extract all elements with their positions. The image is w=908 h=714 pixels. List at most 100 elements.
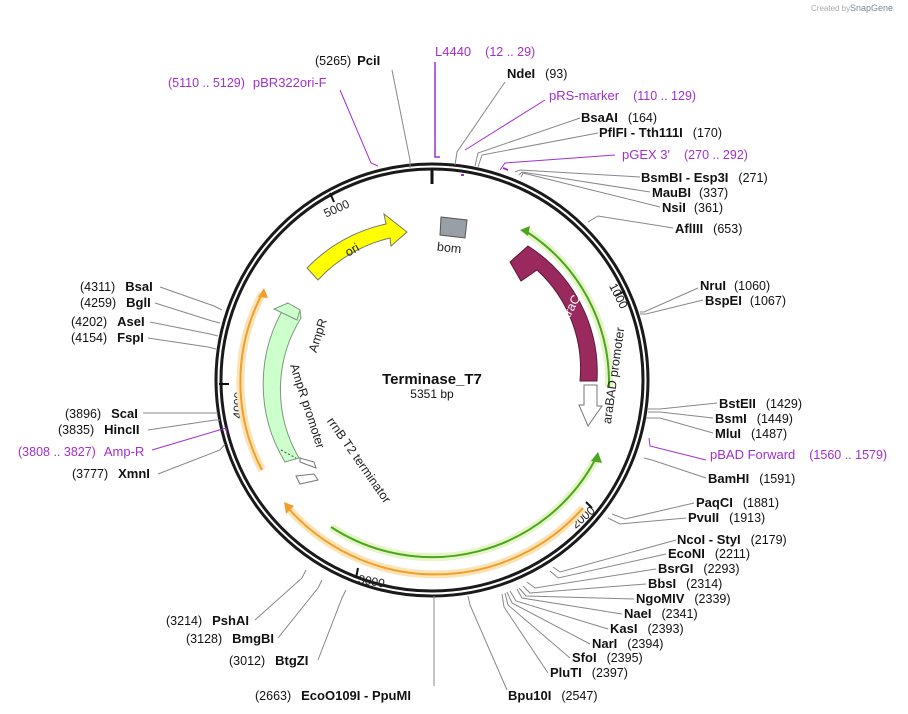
site-asei[interactable]: (4202)AseI — [71, 314, 145, 329]
site-bbsi[interactable]: BbsI(2314) — [648, 576, 722, 591]
leader-bsaai — [474, 117, 581, 167]
rrnb-terminator-feature[interactable] — [295, 473, 319, 485]
leader-naei — [516, 588, 623, 615]
site-bpu10i[interactable]: Bpu10I(2547) — [508, 688, 597, 703]
primer-pgex-3[interactable]: pGEX 3'(270 .. 292) — [622, 147, 748, 162]
site-pcii[interactable]: (5265)PciI — [315, 53, 380, 68]
site-bsaai[interactable]: BsaAI(164) — [581, 110, 657, 125]
site-maubi[interactable]: MauBI(337) — [652, 185, 728, 200]
primer-pbad-line — [648, 437, 707, 461]
plasmid-length: 5351 bp — [410, 387, 454, 401]
leader-bbsi — [522, 583, 647, 594]
site-xmni[interactable]: (3777)XmnI — [72, 466, 150, 481]
leader-nrui — [640, 287, 699, 313]
site-pshai[interactable]: (3214)PshAI — [166, 613, 249, 628]
leader-nari — [506, 591, 591, 645]
leader-btgzi — [317, 589, 347, 661]
primer-pgex-line — [499, 154, 616, 171]
leader-paqci — [611, 502, 695, 520]
rrnb-terminator-label: rrnB T2 terminator — [324, 415, 394, 506]
site-nari[interactable]: NarI(2394) — [592, 636, 663, 651]
primer-pgex-mark — [502, 167, 509, 171]
orf-arc-orange-bottom-arrow — [284, 502, 294, 514]
ampr-arrowhead — [272, 302, 301, 321]
site-ecoo109i[interactable]: (2663)EcoO109I - PpuMI — [255, 688, 411, 703]
site-bgli[interactable]: (4259)BglI — [80, 295, 151, 310]
primer-pbad-forward[interactable]: pBAD Forward(1560 .. 1579) — [710, 447, 887, 462]
orf-arcs — [236, 226, 614, 579]
site-scai[interactable]: (3896)ScaI — [65, 406, 138, 421]
site-afliii[interactable]: AflIII(653) — [675, 221, 742, 236]
site-bsrgi[interactable]: BsrGI(2293) — [658, 561, 740, 576]
plasmid-name: Terminase_T7 — [382, 371, 482, 388]
leader-hincii — [147, 419, 220, 431]
leader-xmni — [157, 443, 226, 475]
leader-bgli — [154, 302, 221, 324]
arac-feature[interactable] — [509, 245, 598, 382]
tick-label-5000: 5000 — [321, 197, 351, 221]
ampr-feature[interactable] — [262, 302, 302, 463]
primer-pbr322ori-f[interactable]: (5110 .. 5129)pBR322ori-F — [168, 75, 327, 90]
primer-prs-marker-line — [464, 99, 546, 151]
site-pluti[interactable]: PluTI(2397) — [550, 665, 628, 680]
primer-amp-r[interactable]: (3808 .. 3827)Amp-R — [18, 444, 144, 459]
site-bsteii[interactable]: BstEII(1429) — [719, 396, 802, 411]
leader-maubi — [518, 171, 651, 193]
site-nrui[interactable]: NruI(1060) — [700, 278, 770, 293]
site-bsmi[interactable]: BsmI(1449) — [715, 411, 793, 426]
leader-ndei — [454, 81, 506, 166]
site-bsai[interactable]: (4311)BsaI — [80, 279, 153, 294]
leader-ngomiv — [518, 587, 635, 600]
leader-sfoi — [504, 592, 571, 659]
leader-bsrgi — [526, 568, 657, 589]
site-naei[interactable]: NaeI(2341) — [624, 606, 698, 621]
leader-ncoi — [552, 539, 677, 573]
ampr-promoter-label: AmpR promoter — [287, 362, 328, 450]
site-kasi[interactable]: KasI(2393) — [610, 621, 684, 636]
site-paqci[interactable]: PaqCI(1881) — [696, 495, 779, 510]
site-bmgbi[interactable]: (3128)BmgBI — [186, 631, 274, 646]
ampr-promoter-feature[interactable] — [299, 457, 317, 469]
site-pvuii[interactable]: PvuII(1913) — [688, 510, 765, 525]
ampr-label: AmpR — [306, 317, 330, 354]
site-econi[interactable]: EcoNI(2211) — [668, 546, 750, 561]
leader-econi — [549, 553, 667, 579]
primer-l4440[interactable]: L4440(12 .. 29) — [435, 44, 535, 59]
primer-prs-marker[interactable]: pRS-marker(110 .. 129) — [549, 88, 696, 103]
site-bspei[interactable]: BspEI(1067) — [705, 293, 786, 308]
site-ngomiv[interactable]: NgoMIV(2339) — [636, 591, 731, 606]
leader-afliii — [587, 215, 674, 229]
leader-pshai — [254, 569, 307, 621]
leader-bsmbi — [514, 169, 641, 178]
site-mlui[interactable]: MluI(1487) — [715, 426, 787, 441]
leader-bamhi — [643, 457, 707, 479]
site-btgzi[interactable]: (3012)BtgZI — [229, 653, 308, 668]
site-sfoi[interactable]: SfoI(2395) — [572, 650, 643, 665]
site-fspi[interactable]: (4154)FspI — [71, 330, 144, 345]
leader-bpu10i — [467, 595, 508, 691]
bom-feature[interactable] — [439, 216, 468, 239]
site-pflfi[interactable]: PflFI - Tth111I(170) — [599, 125, 722, 140]
arabad-promoter-feature[interactable] — [578, 384, 603, 428]
orf-arc-orange-left-arrow — [258, 288, 268, 298]
orf-arc-lower-arrow — [591, 452, 602, 463]
leader-bsmi — [648, 411, 714, 419]
site-bsmbi[interactable]: BsmBI - Esp3I(271) — [641, 170, 768, 185]
leader-bmgbi — [277, 579, 323, 639]
tick-5000 — [329, 192, 335, 203]
ori-feature[interactable] — [306, 212, 408, 281]
leader-asei — [149, 321, 219, 337]
primer-ampr-line — [151, 427, 228, 451]
site-ncoi[interactable]: NcoI - StyI(2179) — [677, 532, 787, 547]
leader-pflfi — [477, 132, 599, 168]
site-nsii[interactable]: NsiI(361) — [662, 200, 723, 215]
tick-3000 — [355, 567, 359, 579]
site-ndei[interactable]: NdeI(93) — [507, 66, 567, 81]
tick-1000 — [614, 290, 626, 297]
leader-pcii — [391, 69, 411, 168]
primer-labels: L4440(12 .. 29) pRS-marker(110 .. 129) p… — [18, 44, 887, 462]
tick-2000 — [585, 501, 593, 509]
site-bamhi[interactable]: BamHI(1591) — [708, 471, 795, 486]
site-hincii[interactable]: (3835)HincII — [58, 422, 140, 437]
primer-markers — [151, 62, 707, 461]
